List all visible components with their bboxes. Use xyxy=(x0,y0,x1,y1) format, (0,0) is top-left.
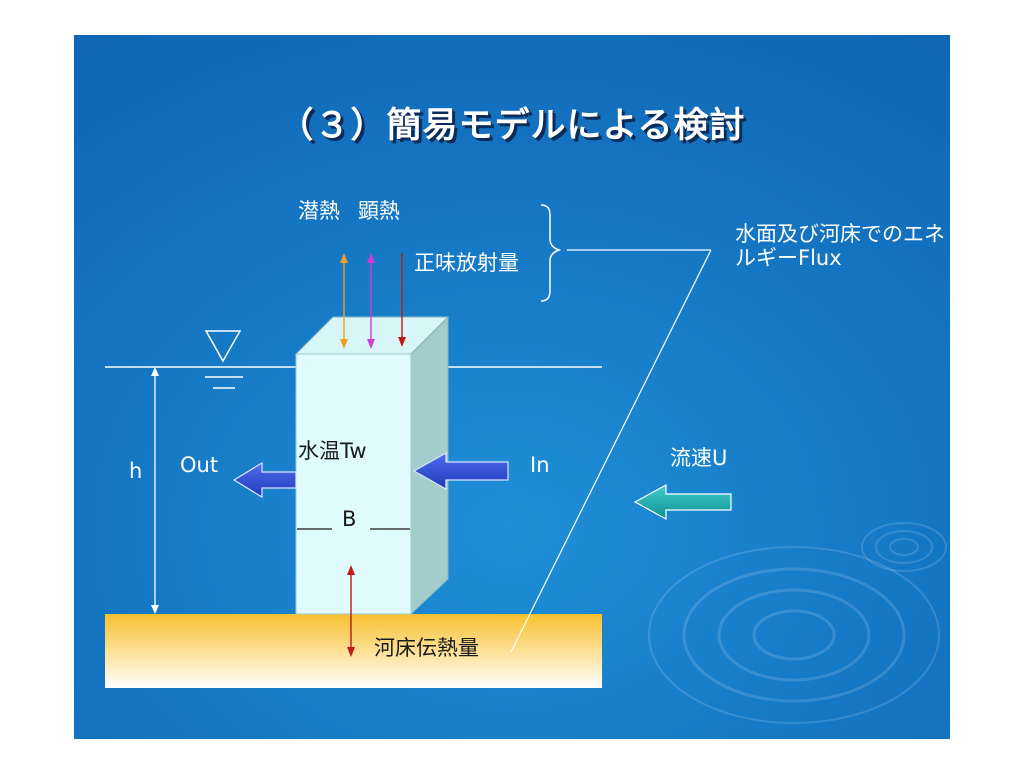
bed-heat-label: 河床伝熱量 xyxy=(374,636,479,660)
velocity-arrow xyxy=(633,483,732,521)
water-temperature-label: 水温Tw xyxy=(298,439,367,463)
in-flow-arrow xyxy=(412,451,509,491)
depth-label: h xyxy=(129,459,143,483)
sensible-heat-arrow xyxy=(367,253,375,349)
water-column xyxy=(294,315,450,616)
ripple-decoration xyxy=(648,522,947,724)
latent-heat-arrow xyxy=(340,253,348,349)
width-label: B xyxy=(342,507,357,531)
flux-connector-lines xyxy=(510,249,712,653)
energy-flux-label: 水面及び河床でのエネルギーFlux xyxy=(735,222,945,271)
water-level-symbol xyxy=(204,330,243,389)
model-diagram xyxy=(105,204,947,724)
velocity-label: 流速U xyxy=(670,446,728,470)
water-column-front xyxy=(295,353,412,615)
slide: （３）簡易モデルによる検討 潜熱 顕熱 正味放射量 水面及び河床でのエネルギーF… xyxy=(74,35,950,739)
net-radiation-label: 正味放射量 xyxy=(414,251,519,275)
bed-heat-arrow xyxy=(347,565,355,657)
riverbed xyxy=(105,614,602,688)
net-radiation-arrow xyxy=(398,253,406,347)
flux-bracket xyxy=(540,204,562,302)
latent-heat-label: 潜熱 xyxy=(298,199,340,223)
out-flow-arrow xyxy=(232,461,297,499)
slide-title: （３）簡易モデルによる検討 xyxy=(278,106,746,146)
out-label: Out xyxy=(180,453,219,477)
depth-dimension xyxy=(151,367,159,614)
sensible-heat-label: 顕熱 xyxy=(358,199,400,223)
in-label: In xyxy=(530,453,550,477)
